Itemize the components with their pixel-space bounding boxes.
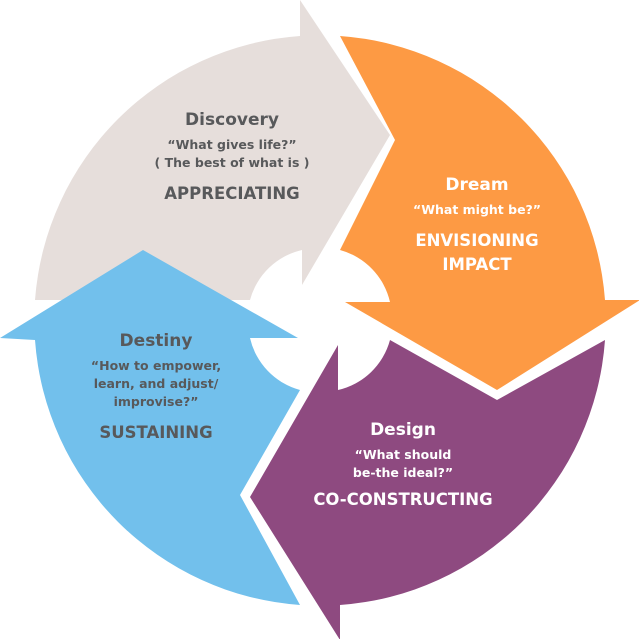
design-verb: CO-CONSTRUCTING bbox=[313, 490, 493, 509]
design-title: Design bbox=[370, 420, 436, 440]
dream-arrow bbox=[340, 36, 639, 390]
destiny-question-line-1: “How to empower, bbox=[90, 358, 222, 373]
design-question-line-2: be-the ideal?” bbox=[352, 465, 454, 480]
discovery-question: “What gives life?” bbox=[167, 137, 297, 152]
destiny-title: Destiny bbox=[119, 331, 193, 351]
destiny-verb: SUSTAINING bbox=[99, 423, 213, 442]
dream-verb-line-2: IMPACT bbox=[442, 255, 512, 274]
discovery-subquestion: ( The best of what is ) bbox=[154, 155, 310, 170]
destiny-question-line-3: improvise?” bbox=[113, 394, 199, 409]
destiny-label: Destiny “How to empower, learn, and adju… bbox=[91, 331, 221, 445]
destiny-arrow bbox=[0, 250, 300, 605]
discovery-label: Discovery “What gives life?” ( The best … bbox=[155, 110, 310, 206]
design-question-line-1: “What should bbox=[354, 447, 452, 462]
design-arrow bbox=[250, 340, 605, 639]
dream-title: Dream bbox=[445, 175, 509, 195]
discovery-arrow bbox=[35, 0, 390, 300]
dream-verb-line-1: ENVISIONING bbox=[415, 231, 539, 250]
discovery-title: Discovery bbox=[185, 110, 279, 130]
destiny-question-line-2: learn, and adjust/ bbox=[93, 376, 219, 391]
design-label: Design “What should be-the ideal?” CO-CO… bbox=[313, 420, 492, 512]
dream-verb: ENVISIONING IMPACT bbox=[413, 229, 541, 277]
discovery-verb: APPRECIATING bbox=[164, 184, 300, 203]
dream-question: “What might be?” bbox=[412, 202, 542, 217]
dream-label: Dream “What might be?” ENVISIONING IMPAC… bbox=[413, 175, 541, 277]
